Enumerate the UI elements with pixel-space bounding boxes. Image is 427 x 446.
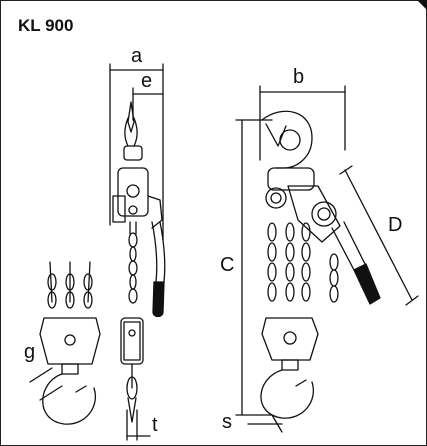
dimension-label-s: s xyxy=(222,411,232,433)
side-view xyxy=(109,63,166,441)
corner-mark xyxy=(417,0,427,10)
dimension-label-b: b xyxy=(293,66,305,88)
dimension-label-e: e xyxy=(141,70,153,92)
dimension-label-g: g xyxy=(24,341,36,363)
front-view xyxy=(235,85,419,433)
product-title: KL 900 xyxy=(18,16,74,35)
dimension-label-a: a xyxy=(131,45,143,67)
dimension-label-t: t xyxy=(152,414,158,436)
dimension-label-c: C xyxy=(220,254,235,276)
multi-fall-detail xyxy=(29,261,101,425)
dimension-label-d: D xyxy=(388,214,403,236)
